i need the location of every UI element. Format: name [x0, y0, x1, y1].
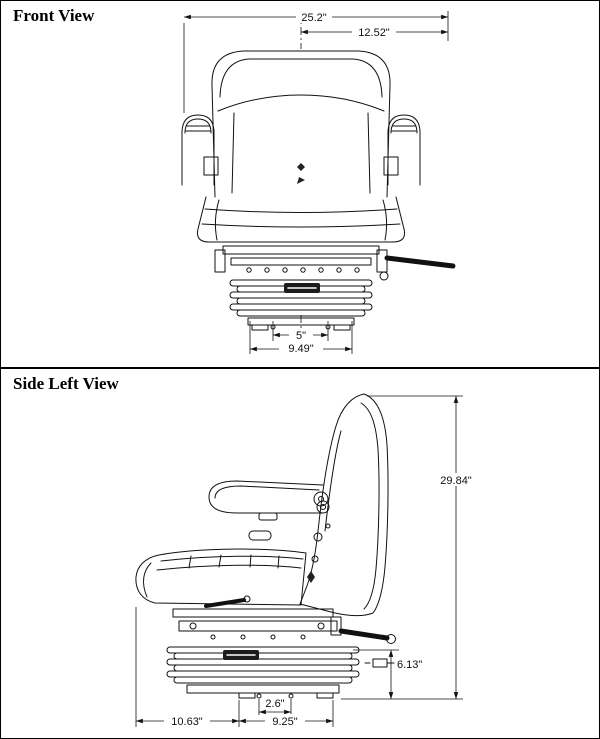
side-seat-outline	[135, 393, 396, 699]
front-dimension-labels: 25.2" 12.52" 5" 9.49"	[279, 10, 396, 355]
front-view-title: Front View	[13, 6, 95, 25]
side-dim-base-height-label: 6.13"	[397, 659, 422, 671]
seat-cushion	[197, 196, 405, 243]
side-view-title: Side Left View	[13, 374, 119, 393]
brand-mark-icon	[297, 163, 305, 171]
seat-cushion-side	[135, 548, 307, 606]
seat-base-side	[186, 684, 340, 699]
front-dim-center-to-edge-label: 12.52"	[358, 27, 390, 39]
side-dim-cushion-depth-label: 10.63"	[171, 716, 203, 728]
front-dim-base-width-label: 9.49"	[288, 343, 313, 355]
front-seat-outline	[181, 50, 456, 331]
front-dim-mount-spacing-label: 5"	[296, 330, 306, 342]
suspension-frame	[214, 245, 456, 281]
brand-mark-icon	[307, 571, 315, 583]
armrest-side	[208, 480, 329, 541]
side-dim-offset-label: 2.6"	[265, 698, 284, 710]
side-view-drawing: 29.84" 6.13" 2.6" 9.25" 10.63"	[135, 393, 481, 728]
side-view-panel: Side Left View	[1, 369, 599, 738]
tilt-handle	[338, 628, 390, 641]
suspension-bellows	[229, 279, 373, 317]
side-dimension-labels: 29.84" 6.13" 2.6" 9.25" 10.63"	[164, 473, 481, 728]
backrest-side	[299, 393, 389, 617]
right-armrest	[383, 114, 421, 186]
slide-lever	[204, 598, 246, 608]
side-dim-overall-height-label: 29.84"	[440, 475, 472, 487]
front-dim-overall-width-label: 25.2"	[301, 12, 326, 24]
adjustment-lever	[384, 255, 456, 269]
suspension-side	[172, 595, 396, 644]
left-armrest	[181, 114, 219, 186]
suspension-bellows-side	[166, 646, 360, 684]
front-view-drawing: 25.2" 12.52" 5" 9.49"	[181, 10, 456, 355]
wiring-connector	[364, 658, 395, 668]
front-dimension-lines	[183, 11, 449, 354]
backrest-outline	[211, 50, 391, 198]
side-dim-base-depth-label: 9.25"	[272, 716, 297, 728]
front-view-panel: Front View	[1, 1, 599, 369]
seat-base	[247, 317, 355, 331]
